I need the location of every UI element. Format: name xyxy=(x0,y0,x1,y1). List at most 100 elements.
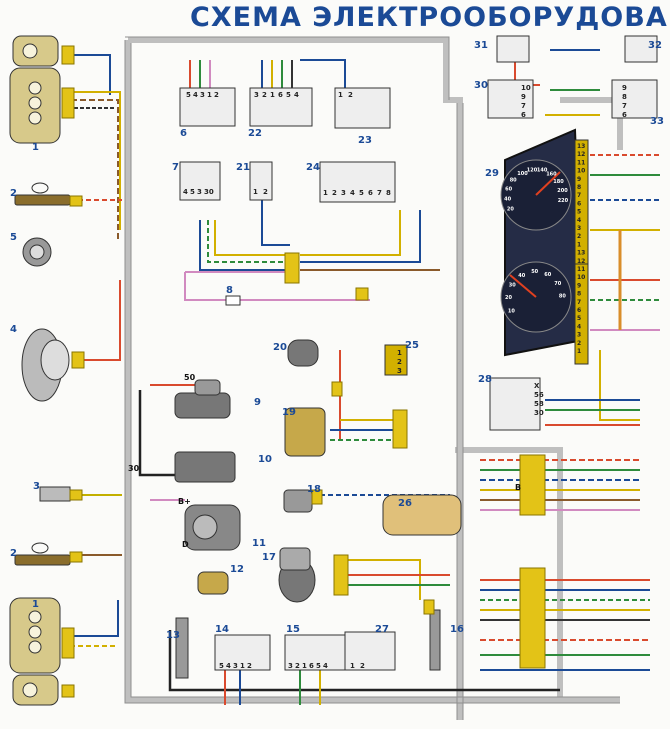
label-fuse-8: 8 xyxy=(226,285,233,296)
label-switch-22: 22 xyxy=(248,128,262,139)
cluster-pin-2: 11 xyxy=(577,159,585,166)
label-horn: 5 xyxy=(10,232,17,243)
pin-c28-1: 56 xyxy=(534,391,544,399)
pin-c33-1: 8 xyxy=(622,93,627,101)
speedo-tick-5: 120 xyxy=(527,167,538,173)
label-switch-28: 28 xyxy=(478,374,492,385)
pin-c33-3: 6 xyxy=(622,111,627,119)
horn xyxy=(22,237,52,267)
pin-c33-0: 9 xyxy=(622,84,627,92)
harness-bundles xyxy=(125,37,623,720)
relay-27 xyxy=(344,631,396,671)
instrument-cluster xyxy=(500,128,589,365)
mark-bplus: B+ xyxy=(178,497,191,506)
label-resistor-25: 25 xyxy=(405,340,419,351)
cluster-pin-20: 6 xyxy=(577,307,581,314)
sensor-16 xyxy=(429,609,441,671)
pin-c28-2: 58 xyxy=(534,400,544,408)
pin-c15-5: 4 xyxy=(323,662,328,670)
mark-b50: 50 xyxy=(184,373,196,382)
pin-c14-3: 1 xyxy=(240,662,245,670)
cluster-pin-9: 4 xyxy=(577,217,581,224)
cluster-pin-21: 5 xyxy=(577,315,581,322)
diagram-title: СХЕМА ЭЛЕКТРООБОРУДОВАН xyxy=(190,2,670,33)
pin-c22-4: 5 xyxy=(286,91,291,99)
mark-mB: B xyxy=(515,483,521,492)
pin-c22-3: 6 xyxy=(278,91,283,99)
battery xyxy=(174,451,236,483)
pin-c14-0: 5 xyxy=(219,662,224,670)
sensor-3 xyxy=(39,486,71,502)
label-relay-23: 23 xyxy=(358,135,372,146)
cluster-pin-7: 6 xyxy=(577,200,581,207)
pin-c24-4: 5 xyxy=(359,189,364,197)
headlight-left-bottom xyxy=(9,597,61,706)
tacho-tick-5: 60 xyxy=(544,272,551,278)
cluster-pin-1: 12 xyxy=(577,151,585,158)
cluster-pin-13: 13 xyxy=(577,250,585,257)
label-relay-27: 27 xyxy=(375,624,389,635)
label-sensor-3: 3 xyxy=(33,481,40,492)
switch-14 xyxy=(214,634,271,671)
label-generator: 11 xyxy=(252,538,266,549)
cluster-pin-14: 12 xyxy=(577,258,585,265)
pin-c24-2: 3 xyxy=(341,189,346,197)
pin-c24-5: 6 xyxy=(368,189,373,197)
label-sensor-13: 13 xyxy=(166,630,180,641)
sensor-13 xyxy=(175,617,189,679)
pin-c30-1: 9 xyxy=(521,93,526,101)
pin-c23-1: 2 xyxy=(348,91,353,99)
tacho-tick-7: 80 xyxy=(559,294,566,300)
pin-c27-0: 1 xyxy=(350,662,355,670)
label-relay-7: 7 xyxy=(172,162,179,173)
pin-c21-0: 1 xyxy=(253,188,258,196)
pin-c14-1: 4 xyxy=(226,662,231,670)
heater-fan xyxy=(287,339,319,367)
pin-c6-2: 3 xyxy=(200,91,205,99)
cluster-pin-3: 10 xyxy=(577,168,585,175)
pin-c14-2: 3 xyxy=(233,662,238,670)
pin-c22-0: 3 xyxy=(254,91,259,99)
label-heater-fan: 20 xyxy=(273,342,287,353)
pin-c7-1: 5 xyxy=(190,188,195,196)
cluster-pin-25: 1 xyxy=(577,348,581,355)
label-washer-pump: 19 xyxy=(282,407,296,418)
label-switch-14: 14 xyxy=(215,624,229,635)
pin-c24-1: 2 xyxy=(332,189,337,197)
pin-c15-3: 6 xyxy=(309,662,314,670)
label-battery: 10 xyxy=(258,454,272,465)
cluster-pin-4: 9 xyxy=(577,176,581,183)
switch-31 xyxy=(496,35,530,63)
tacho-tick-6: 70 xyxy=(554,281,561,287)
pin-c21-1: 2 xyxy=(263,188,268,196)
pin-c14-4: 2 xyxy=(247,662,252,670)
pin-c24-6: 7 xyxy=(377,189,382,197)
sound-signal-bottom xyxy=(14,542,71,566)
label-switch-33: 33 xyxy=(650,116,664,127)
harness-bundle-edges xyxy=(124,36,620,720)
label-sound-signal-top: 2 xyxy=(10,188,17,199)
pin-c25-2: 3 xyxy=(397,367,402,375)
tacho-tick-0: 10 xyxy=(508,308,515,314)
cluster-pin-15: 11 xyxy=(577,266,585,273)
cluster-pin-8: 5 xyxy=(577,209,581,216)
relay-21 xyxy=(249,161,273,201)
block-24 xyxy=(319,161,396,203)
speedo-tick-10: 220 xyxy=(558,198,569,204)
label-switch-6: 6 xyxy=(180,128,187,139)
label-switch-30: 30 xyxy=(474,80,488,91)
pin-c24-7: 8 xyxy=(386,189,391,197)
pin-c24-3: 4 xyxy=(350,189,355,197)
speedo-tick-1: 40 xyxy=(504,197,511,203)
pin-c25-1: 2 xyxy=(397,358,402,366)
label-switch-15: 15 xyxy=(286,624,300,635)
label-lamp-26: 26 xyxy=(398,498,412,509)
speedo-tick-8: 180 xyxy=(553,179,564,185)
cluster-pin-19: 7 xyxy=(577,299,581,306)
pin-c6-3: 1 xyxy=(207,91,212,99)
pin-c7-0: 4 xyxy=(183,188,188,196)
